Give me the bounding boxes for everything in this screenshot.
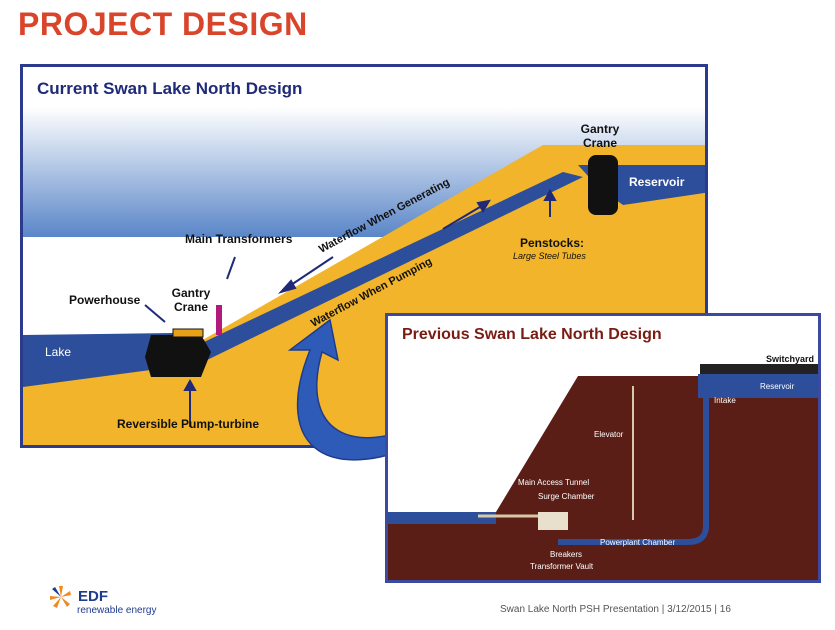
rock <box>388 376 818 580</box>
powerhouse-structure <box>145 335 211 377</box>
footer-text: Swan Lake North PSH Presentation | 3/12/… <box>500 604 731 615</box>
switchyard-label: Switchyard <box>766 354 815 364</box>
surge-chamber-label: Surge Chamber <box>538 492 595 501</box>
lake-water <box>23 333 173 387</box>
breakers-label: Breakers <box>550 550 583 559</box>
gantry-crane-top-label: Gantry Crane <box>580 122 620 150</box>
gantry-crane-low-label: Gantry Crane <box>171 286 211 314</box>
gantry-crane-low-shape <box>172 328 204 338</box>
switchyard-structure <box>700 364 818 374</box>
reservoir-label: Reservoir <box>629 175 685 189</box>
powerplant-chamber-shape <box>538 512 568 530</box>
prev-reservoir <box>698 374 818 398</box>
elevator-label: Elevator <box>594 430 624 439</box>
current-design-title: Current Swan Lake North Design <box>37 79 303 98</box>
slide-title: PROJECT DESIGN <box>18 6 308 42</box>
edf-logo-icon <box>50 586 71 608</box>
transformer-shape <box>216 305 222 335</box>
penstocks-label: Penstocks: <box>520 236 585 250</box>
previous-design-diagram <box>388 316 818 580</box>
penstocks-sub-label: Large Steel Tubes <box>513 251 586 261</box>
lake-label: Lake <box>45 345 72 359</box>
powerplant-chamber-label: Powerplant Chamber <box>600 538 676 547</box>
previous-design-title: Previous Swan Lake North Design <box>402 326 662 343</box>
pump-turbine-label: Reversible Pump-turbine <box>117 417 260 431</box>
powerhouse-label: Powerhouse <box>69 293 141 307</box>
intake-structure <box>588 155 618 215</box>
previous-design-panel: Previous Swan Lake North Design Switchya… <box>385 313 821 583</box>
intake-label: Intake <box>714 396 736 405</box>
prev-reservoir-label: Reservoir <box>760 382 795 391</box>
logo-text: EDF <box>78 588 108 605</box>
transformer-vault-label: Transformer Vault <box>530 562 594 571</box>
prev-penstock <box>558 396 709 545</box>
main-transformers-label: Main Transformers <box>185 232 293 246</box>
logo-subtext: renewable energy <box>77 605 157 616</box>
discharge-label: Discharge <box>404 498 448 508</box>
penstock <box>183 172 583 362</box>
discharge-water <box>388 512 496 524</box>
main-access-tunnel-label: Main Access Tunnel <box>518 478 590 487</box>
